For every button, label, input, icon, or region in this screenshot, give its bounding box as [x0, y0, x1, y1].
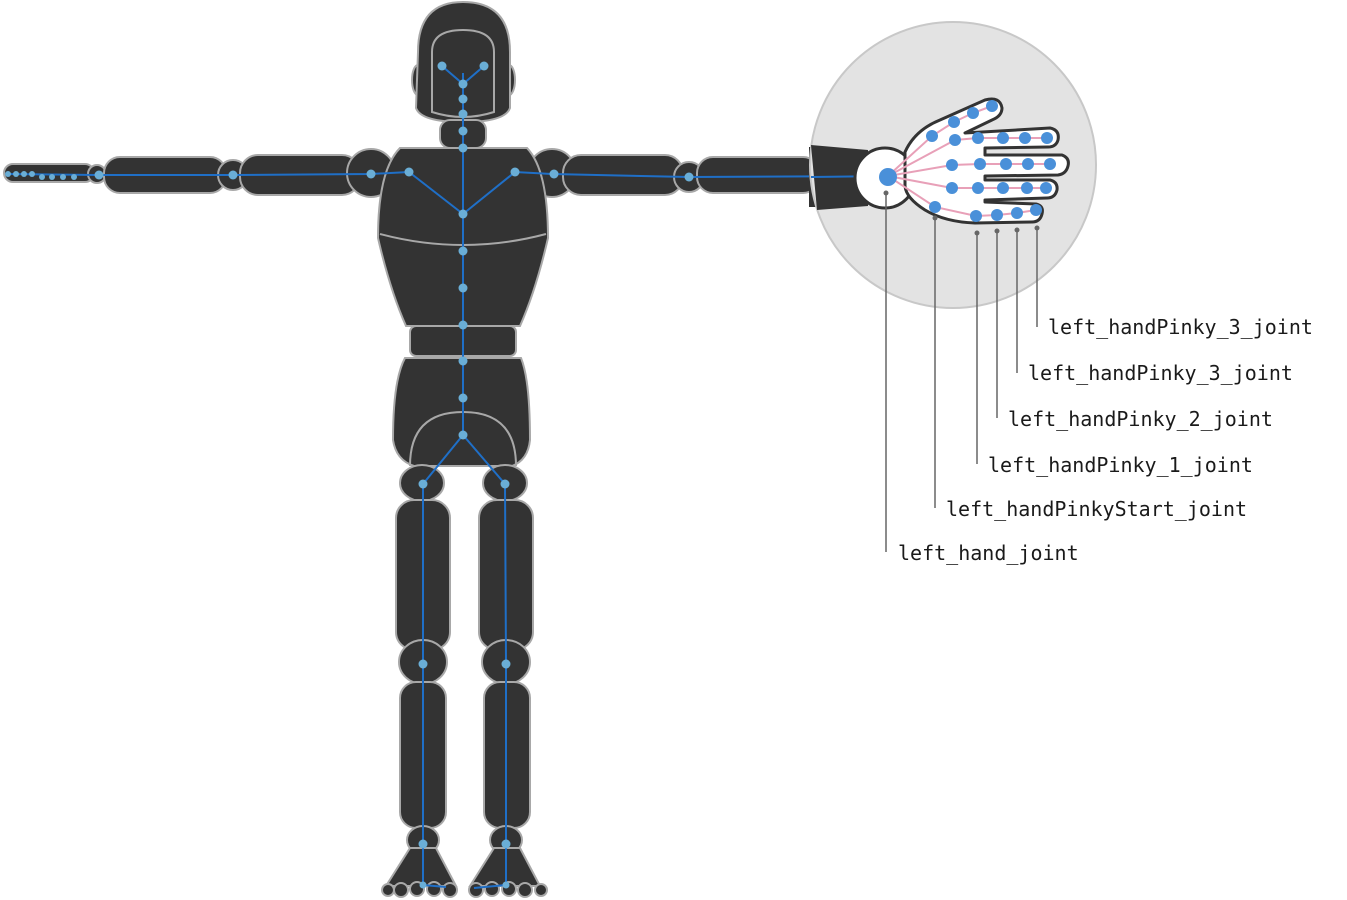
joint [972, 132, 984, 144]
joint [5, 171, 11, 177]
body-joints [5, 61, 694, 889]
joint [13, 171, 19, 177]
joint [1041, 132, 1053, 144]
left-hand-pinky-tip-joint [1030, 204, 1042, 216]
joint [967, 107, 979, 119]
joint [71, 174, 77, 180]
joint [94, 170, 104, 180]
joint [986, 100, 998, 112]
joint [972, 182, 984, 194]
joint [458, 109, 468, 119]
label-hand: left_hand_joint [898, 541, 1079, 565]
joint [458, 356, 468, 366]
face-outline [431, 28, 495, 118]
joint [946, 159, 958, 171]
joint [997, 132, 1009, 144]
right-toe-line [422, 884, 447, 888]
joint [458, 143, 468, 153]
hand-zoom-callout [809, 21, 1097, 309]
joint [479, 61, 489, 71]
joint [29, 171, 35, 177]
joint [997, 182, 1009, 194]
joint [404, 167, 414, 177]
joint [458, 283, 468, 293]
joint [926, 130, 938, 142]
joint [949, 134, 961, 146]
leader-dot [994, 228, 1000, 234]
joint [549, 169, 559, 179]
left-hand-pinky-2-joint [991, 209, 1003, 221]
joint [419, 881, 427, 889]
joint [974, 158, 986, 170]
label-pinky-3-tip: left_handPinky_3_joint [1048, 315, 1313, 339]
joint [946, 182, 958, 194]
joint [458, 430, 468, 440]
leader-lines [883, 190, 1040, 552]
joint [418, 659, 428, 669]
leader-dot [932, 215, 938, 221]
joint [501, 659, 511, 669]
label-pinky-start: left_handPinkyStart_joint [946, 497, 1247, 521]
leader-dot [1034, 225, 1040, 231]
joint [228, 170, 238, 180]
joint [1019, 132, 1031, 144]
joint [1021, 182, 1033, 194]
joint [418, 839, 428, 849]
joint [500, 479, 510, 489]
joint [21, 171, 27, 177]
label-pinky-2: left_handPinky_2_joint [1008, 407, 1273, 431]
label-pinky-1: left_handPinky_1_joint [988, 453, 1253, 477]
joint [1000, 158, 1012, 170]
joint [458, 79, 468, 89]
right-foot-shape [384, 847, 458, 887]
left-hand-joint [879, 168, 897, 186]
joint [948, 116, 960, 128]
joint [437, 61, 447, 71]
right-arm-line [7, 170, 464, 215]
left-hand-pinky-3-joint [1011, 207, 1023, 219]
left-forearm-shape [696, 156, 820, 194]
joint [418, 479, 428, 489]
joint [458, 209, 468, 219]
joint [39, 174, 45, 180]
body-silhouette [3, 0, 820, 898]
joint-labels: left_handPinky_3_joint left_handPinky_3_… [898, 315, 1313, 565]
leader-dot [883, 190, 889, 196]
joint [501, 839, 511, 849]
joint [458, 126, 468, 136]
leader-dot [974, 230, 980, 236]
left-toe-line [473, 884, 507, 889]
joint [458, 393, 468, 403]
joint [458, 94, 468, 104]
hand-joints [879, 100, 1056, 222]
left-hand-pinky-start-joint [929, 201, 941, 213]
joint [458, 246, 468, 256]
joint [1040, 182, 1052, 194]
left-shin-shape [483, 681, 531, 829]
joint [510, 167, 520, 177]
head-shape [414, 0, 511, 124]
joint [1044, 158, 1056, 170]
label-pinky-3: left_handPinky_3_joint [1028, 361, 1293, 385]
joint [684, 172, 694, 182]
joint [366, 169, 376, 179]
joint [49, 174, 55, 180]
left-hand-pinky-1-joint [970, 210, 982, 222]
joint [1022, 158, 1034, 170]
joint [502, 881, 510, 889]
leader-dot [1014, 227, 1020, 233]
joint [60, 174, 66, 180]
joint [458, 320, 468, 330]
